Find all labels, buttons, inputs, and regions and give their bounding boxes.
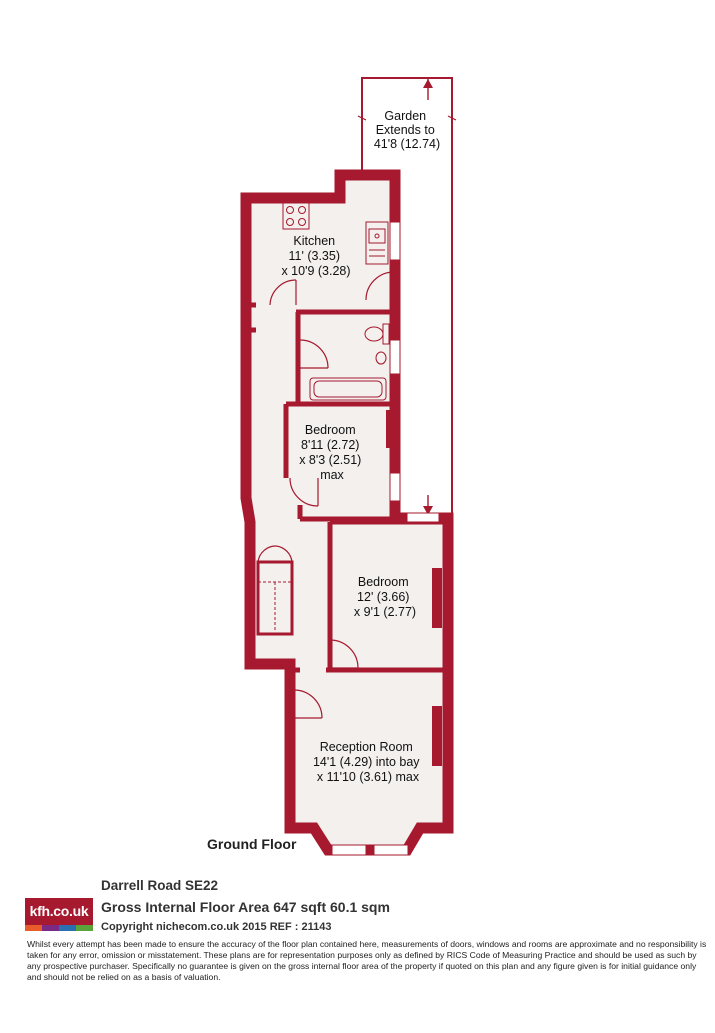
kitchen-fixtures [282, 202, 389, 265]
garden-area [357, 77, 457, 518]
bathroom-fixtures [309, 323, 390, 401]
logo-stripe [25, 925, 42, 931]
logo-text: kfh.co.uk [25, 898, 93, 925]
stairs [256, 560, 294, 636]
chimney-breast [432, 568, 442, 628]
garden-label: Garden Extends to 41'8 (12.74) [374, 109, 440, 151]
door-swings [257, 271, 395, 719]
kitchen-label: Kitchen 11' (3.35) x 10'9 (3.28) [281, 234, 350, 278]
logo-stripe [42, 925, 59, 931]
logo-stripe [59, 925, 76, 931]
bedroom-small-label: Bedroom 8'11 (2.72) x 8'3 (2.51) max [299, 423, 365, 482]
logo-stripes [25, 925, 93, 931]
chimney-breast [386, 410, 394, 448]
bedroom-large-label: Bedroom 12' (3.66) x 9'1 (2.77) [354, 575, 416, 619]
windows [331, 221, 440, 856]
chimney-breast [432, 706, 442, 766]
disclaimer: Whilst every attempt has been made to en… [27, 939, 707, 982]
reception-label: Reception Room 14'1 (4.29) into bay x 11… [313, 740, 423, 784]
kfh-logo[interactable]: kfh.co.uk [25, 898, 93, 932]
property-address: Darrell Road SE22 [101, 878, 219, 893]
copyright: Copyright nichecom.co.uk 2015 REF : 2114… [101, 921, 332, 933]
logo-stripe [76, 925, 93, 931]
floor-label: Ground Floor [207, 836, 297, 852]
floor-area: Gross Internal Floor Area 647 sqft 60.1 … [101, 899, 390, 915]
